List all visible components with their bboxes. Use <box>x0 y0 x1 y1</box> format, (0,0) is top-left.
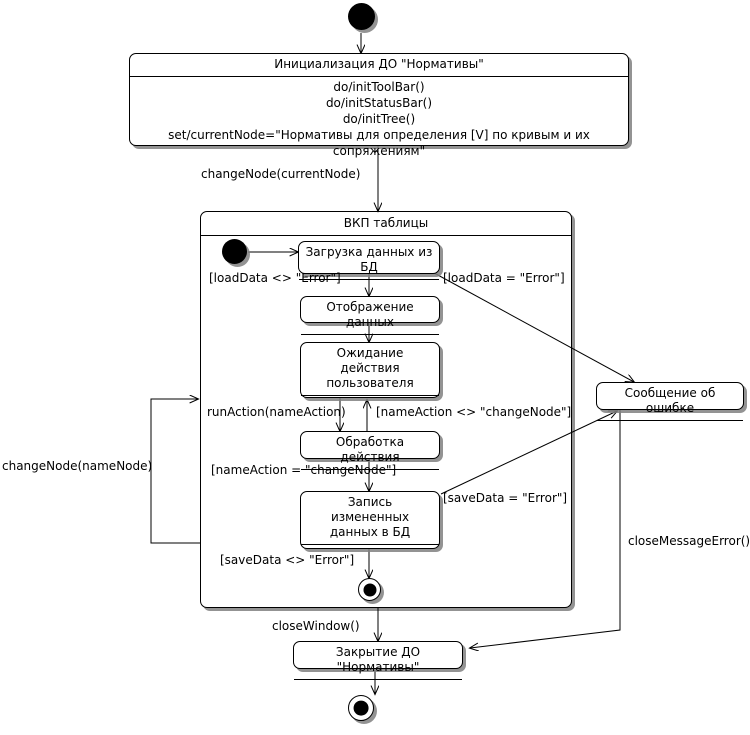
label-change-node-current: changeNode(currentNode) <box>201 167 361 181</box>
label-change-node-name: changeNode(nameNode) <box>2 459 153 473</box>
label-close-window: closeWindow() <box>272 619 360 633</box>
state-init-do-title: Инициализация ДО "Нормативы" <box>274 57 484 71</box>
state-load-data-title: Загрузка данных из БД <box>305 245 433 274</box>
label-save-error: [saveData = "Error"] <box>443 491 568 505</box>
label-save-ok: [saveData <> "Error"] <box>220 553 355 567</box>
state-wait-user-action-title: Ожидание действия пользователя <box>326 346 414 390</box>
label-load-ok: [loadData <> "Error"] <box>209 271 341 285</box>
state-process-action-title: Обработка действия <box>335 435 405 464</box>
final-state-inner <box>358 578 381 601</box>
final-state-bottom <box>348 695 374 721</box>
state-save-data-title: Запись измененных данных в БД <box>329 495 411 539</box>
state-divider <box>301 395 439 396</box>
label-run-action: runAction(nameAction) <box>207 405 346 419</box>
state-divider <box>301 544 439 545</box>
label-load-error: [loadData = "Error"] <box>443 271 565 285</box>
initial-state-inner <box>222 239 247 264</box>
state-divider <box>294 679 462 680</box>
state-divider <box>301 469 439 470</box>
state-error-message[interactable]: Сообщение об ошибке <box>596 382 744 421</box>
composite-state-title: ВКП таблицы <box>201 212 571 236</box>
state-wait-user-action[interactable]: Ожидание действия пользователя <box>300 342 440 398</box>
state-divider <box>130 76 628 77</box>
state-load-data[interactable]: Загрузка данных из БД <box>298 241 440 280</box>
state-show-data[interactable]: Отображение данных <box>300 296 440 335</box>
state-init-do-actions: do/initToolBar() do/initStatusBar() do/i… <box>168 80 590 158</box>
state-save-data[interactable]: Запись измененных данных в БД <box>300 491 440 549</box>
state-process-action[interactable]: Обработка действия <box>300 431 440 470</box>
state-error-message-title: Сообщение об ошибке <box>624 386 716 415</box>
state-divider <box>301 334 439 335</box>
state-divider <box>299 279 439 280</box>
state-close-do[interactable]: Закрытие ДО "Нормативы" <box>293 641 463 680</box>
state-show-data-title: Отображение данных <box>326 300 414 329</box>
label-close-message-error: closeMessageError() <box>628 534 750 548</box>
label-name-action-eq: [nameAction = "changeNode"] <box>211 463 397 477</box>
state-divider <box>597 420 743 421</box>
initial-state-top <box>348 3 375 30</box>
state-init-do[interactable]: Инициализация ДО "Нормативы" do/initTool… <box>129 53 629 158</box>
state-close-do-title: Закрытие ДО "Нормативы" <box>335 645 421 674</box>
label-name-action-ne: [nameAction <> "changeNode"] <box>376 405 572 419</box>
